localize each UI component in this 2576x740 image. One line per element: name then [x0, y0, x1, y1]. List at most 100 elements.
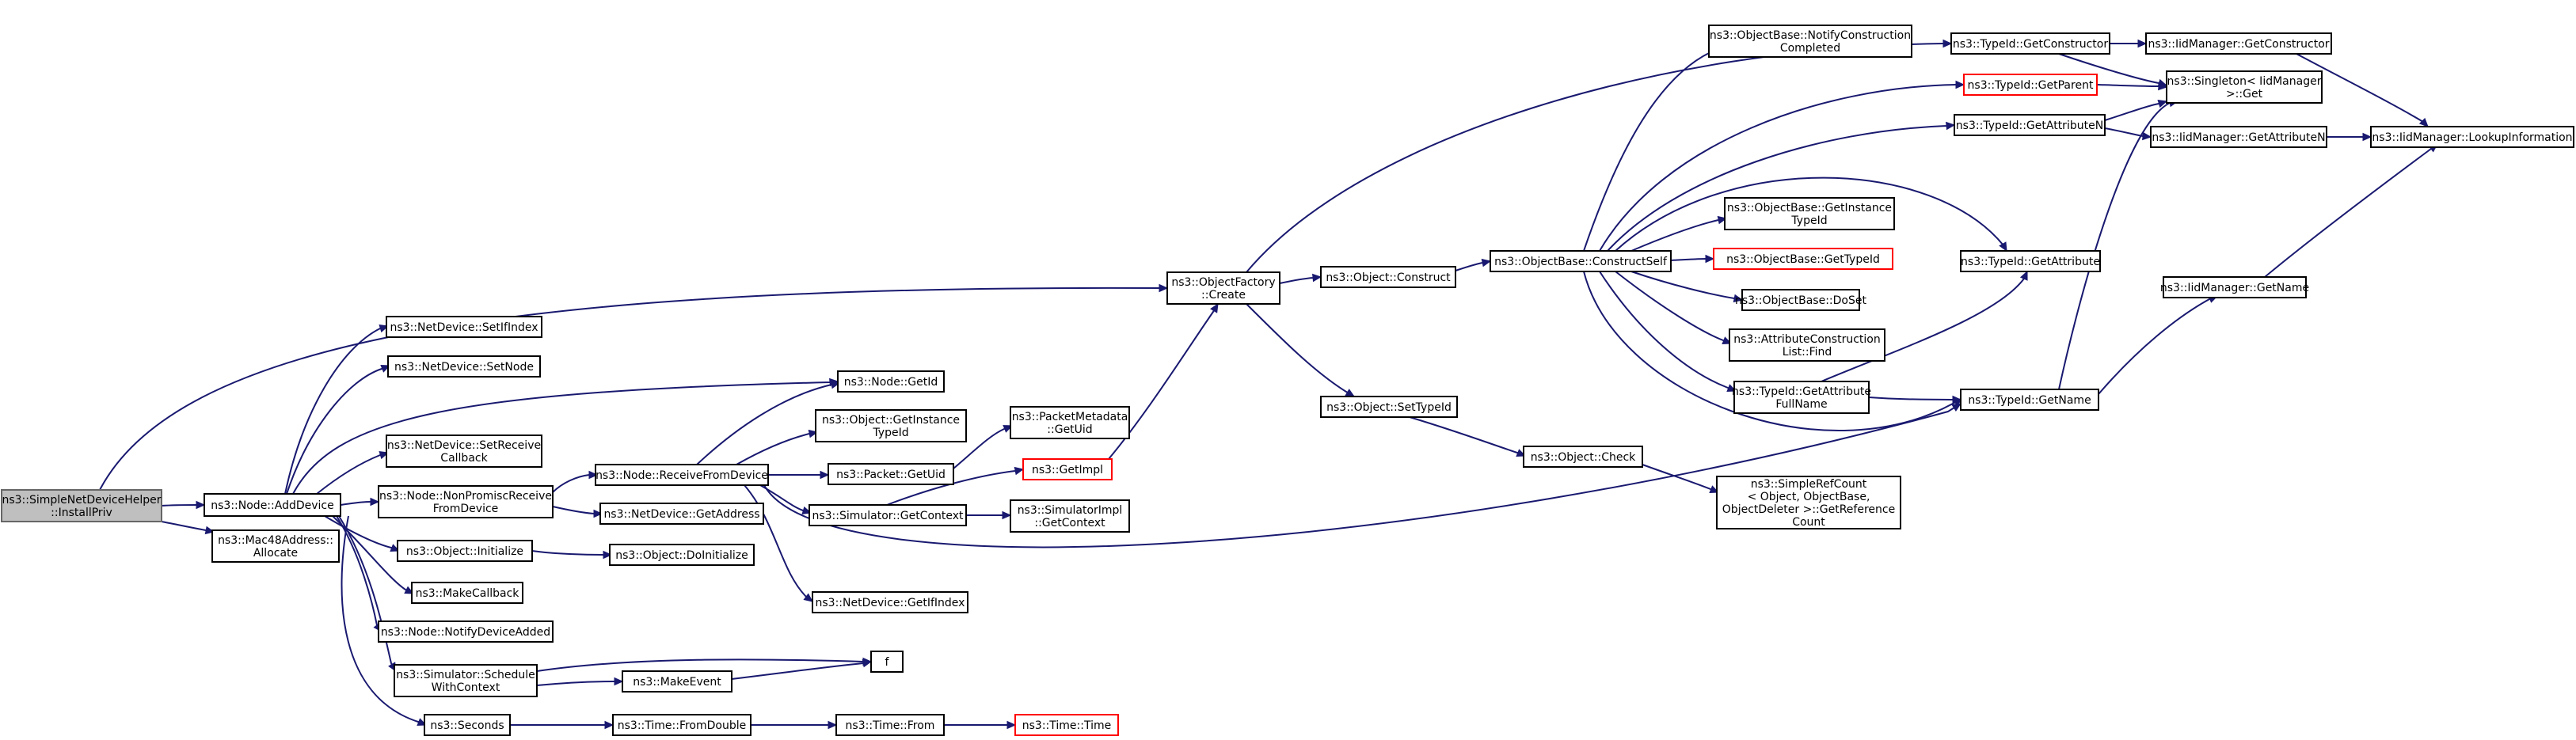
node-typeid-get-name[interactable]: ns3::TypeId::GetName: [1960, 389, 2099, 411]
node-do-initialize[interactable]: ns3::Object::DoInitialize: [609, 544, 755, 566]
edge-arrowhead: [614, 677, 624, 686]
edge-line: [536, 658, 871, 672]
node-label: ns3::Simulator::GetContext: [812, 510, 964, 522]
edge-construct_self-to-typeid_get_parent: [1599, 80, 1965, 252]
node-typeid-get-constructor[interactable]: ns3::TypeId::GetConstructor: [1950, 32, 2110, 55]
node-get-context[interactable]: ns3::Simulator::GetContext: [809, 504, 967, 526]
node-typeid-get-attribute-n[interactable]: ns3::TypeId::GetAttributeN: [1954, 114, 2106, 136]
node-box: [1523, 446, 1643, 468]
node-label: ns3::Object::Initialize: [406, 545, 523, 558]
edge-typeid_get_attr_fullname-to-typeid_get_name: [1868, 395, 1962, 404]
node-iid-get-constructor[interactable]: ns3::IidManager::GetConstructor: [2145, 32, 2332, 55]
node-receive-from-device[interactable]: ns3::Node::ReceiveFromDevice: [595, 464, 769, 486]
node-label: ns3::Simulator::Schedule: [396, 669, 535, 681]
node-typeid-get-parent[interactable]: ns3::TypeId::GetParent: [1963, 74, 2098, 96]
node-label: ns3::IidManager::LookupInformation: [2372, 131, 2572, 144]
node-box: [2163, 276, 2307, 298]
node-ob-doset[interactable]: ns3::ObjectBase::DoSet: [1735, 289, 1866, 311]
node-label: ns3::ObjectBase::GetTypeId: [1726, 253, 1880, 266]
node-add-device[interactable]: ns3::Node::AddDevice: [204, 493, 341, 517]
edge-line: [536, 681, 622, 686]
node-label: ns3::Seconds: [430, 719, 504, 732]
edge-arrowhead: [1999, 241, 2007, 252]
node-box: [612, 714, 751, 736]
node-box: [1320, 396, 1458, 418]
node-mac-alloc[interactable]: ns3::Mac48Address::Allocate: [211, 529, 340, 563]
edge-arrowhead: [2137, 39, 2148, 48]
node-box: [815, 409, 967, 442]
edge-typeid_get_attribute_n-to-singleton_get: [2104, 99, 2168, 121]
edge-line: [1583, 47, 1719, 252]
edge-line: [2058, 101, 2178, 390]
node-label: ns3::Mac48Address::: [218, 534, 333, 547]
edge-arrowhead: [2418, 117, 2429, 127]
node-packet-metadata-uid[interactable]: ns3::PacketMetadata::GetUid: [1010, 406, 1130, 439]
node-notify-construction[interactable]: ns3::ObjectBase::NotifyConstructionCompl…: [1708, 25, 1912, 58]
node-box: [394, 664, 538, 697]
node-construct-self[interactable]: ns3::ObjectBase::ConstructSelf: [1490, 250, 1672, 272]
node-packet-getuid[interactable]: ns3::Packet::GetUid: [828, 463, 954, 485]
node-object-construct[interactable]: ns3::Object::Construct: [1320, 266, 1456, 288]
node-make-callback[interactable]: ns3::MakeCallback: [411, 582, 523, 604]
node-box: [387, 355, 541, 378]
node-simple-ref-count[interactable]: ns3::SimpleRefCount< Object, ObjectBase,…: [1716, 476, 1901, 529]
node-iid-get-attribute-n[interactable]: ns3::IidManager::GetAttributeN: [2150, 126, 2327, 148]
node-label: ns3::IidManager::GetName: [2160, 282, 2309, 294]
node-seconds[interactable]: ns3::Seconds: [424, 714, 511, 736]
node-label: Allocate: [253, 547, 298, 560]
node-object-settypeid[interactable]: ns3::Object::SetTypeId: [1320, 396, 1458, 418]
node-iid-get-name[interactable]: ns3::IidManager::GetName: [2160, 276, 2309, 298]
node-get-address[interactable]: ns3::NetDevice::GetAddress: [599, 503, 764, 525]
node-get-ifindex[interactable]: ns3::NetDevice::GetIfIndex: [812, 591, 968, 613]
node-box: [828, 463, 954, 485]
node-box: [378, 620, 554, 643]
call-nodes: ns3::SimpleNetDeviceHelper::InstallPrivn…: [1, 25, 2574, 736]
edge-arrowhead: [1946, 121, 1956, 131]
node-box: [835, 714, 945, 736]
node-time-from[interactable]: ns3::Time::From: [835, 714, 945, 736]
node-notify-added[interactable]: ns3::Node::NotifyDeviceAdded: [378, 620, 554, 643]
edge-line: [1630, 218, 1727, 252]
node-object-check[interactable]: ns3::Object::Check: [1523, 446, 1643, 468]
node-objfactory-create[interactable]: ns3::ObjectFactory::Create: [1166, 271, 1280, 305]
node-box: [1010, 406, 1130, 439]
node-node-getid[interactable]: ns3::Node::GetId: [837, 370, 945, 393]
node-getimpl[interactable]: ns3::GetImpl: [1022, 458, 1113, 480]
edge-line: [886, 469, 1024, 506]
node-f[interactable]: f: [870, 651, 904, 673]
node-label: ns3::Object::GetInstance: [822, 414, 960, 427]
node-obj-initialize[interactable]: ns3::Object::Initialize: [397, 540, 533, 562]
node-set-ifindex[interactable]: ns3::NetDevice::SetIfIndex: [386, 316, 542, 338]
node-box: [595, 464, 769, 486]
node-box: [2166, 70, 2323, 104]
edge-arrowhead: [1952, 395, 1962, 404]
node-label: ns3::Time::From: [846, 719, 935, 732]
node-ob-get-typeid[interactable]: ns3::ObjectBase::GetTypeId: [1713, 248, 1893, 270]
node-label: WithContext: [432, 681, 500, 694]
node-set-node[interactable]: ns3::NetDevice::SetNode: [387, 355, 541, 378]
node-typeid-get-attribute[interactable]: ns3::TypeId::GetAttribute: [1960, 250, 2101, 272]
edge-arrowhead: [1942, 39, 1953, 48]
node-make-event[interactable]: ns3::MakeEvent: [622, 670, 732, 693]
node-simimpl-context[interactable]: ns3::SimulatorImpl::GetContext: [1010, 499, 1130, 533]
node-singleton-get[interactable]: ns3::Singleton< IidManager>::Get: [2166, 70, 2323, 104]
edge-arrowhead: [2158, 82, 2168, 91]
node-time-time[interactable]: ns3::Time::Time: [1014, 714, 1119, 736]
node-box: [378, 485, 554, 518]
edge-arrowhead: [593, 509, 603, 518]
node-label: ns3::TypeId::GetParent: [1968, 79, 2094, 92]
edge-construct_self-to-typeid_get_attribute: [1615, 176, 2007, 252]
node-box: [2150, 126, 2327, 148]
edge-iid_get_name-to-iid_lookup: [2264, 143, 2438, 278]
node-from-double[interactable]: ns3::Time::FromDouble: [612, 714, 751, 736]
node-box: [622, 670, 732, 693]
edge-arrowhead: [820, 470, 830, 480]
node-iid-lookup[interactable]: ns3::IidManager::LookupInformation: [2370, 126, 2574, 148]
